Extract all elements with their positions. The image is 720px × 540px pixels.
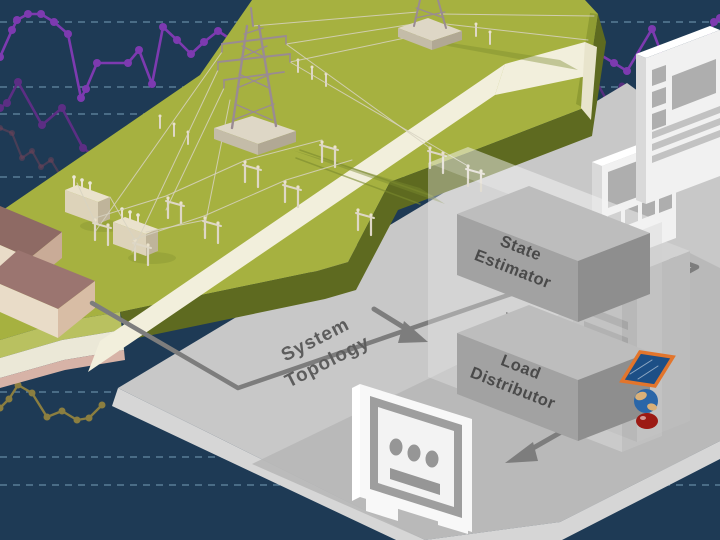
power-lines xyxy=(76,11,595,253)
grid-monitor-emblem xyxy=(619,350,676,429)
background-line-chart xyxy=(0,10,242,102)
arrow-right-icon xyxy=(398,321,428,343)
control-monitor xyxy=(352,384,472,534)
building-roof-lower xyxy=(0,250,95,309)
transmission-tower xyxy=(214,7,296,155)
transmission-tower-far xyxy=(398,0,462,50)
terrain-top xyxy=(0,0,598,340)
state-estimator-box xyxy=(457,186,650,322)
transformer xyxy=(65,190,98,224)
building-roof-upper xyxy=(0,206,62,258)
transformer xyxy=(113,222,146,256)
state-estimator-face xyxy=(457,214,578,322)
power-plant-building xyxy=(0,206,95,338)
indicator-bar xyxy=(390,468,440,495)
arrow-left-icon xyxy=(505,442,538,463)
solar-panel-icon xyxy=(619,350,676,388)
road xyxy=(88,42,597,372)
load-distributor-face xyxy=(457,333,578,441)
tower-base xyxy=(214,116,296,144)
road xyxy=(88,64,505,372)
server-rack-large xyxy=(636,26,720,204)
rack-panel xyxy=(672,59,716,110)
